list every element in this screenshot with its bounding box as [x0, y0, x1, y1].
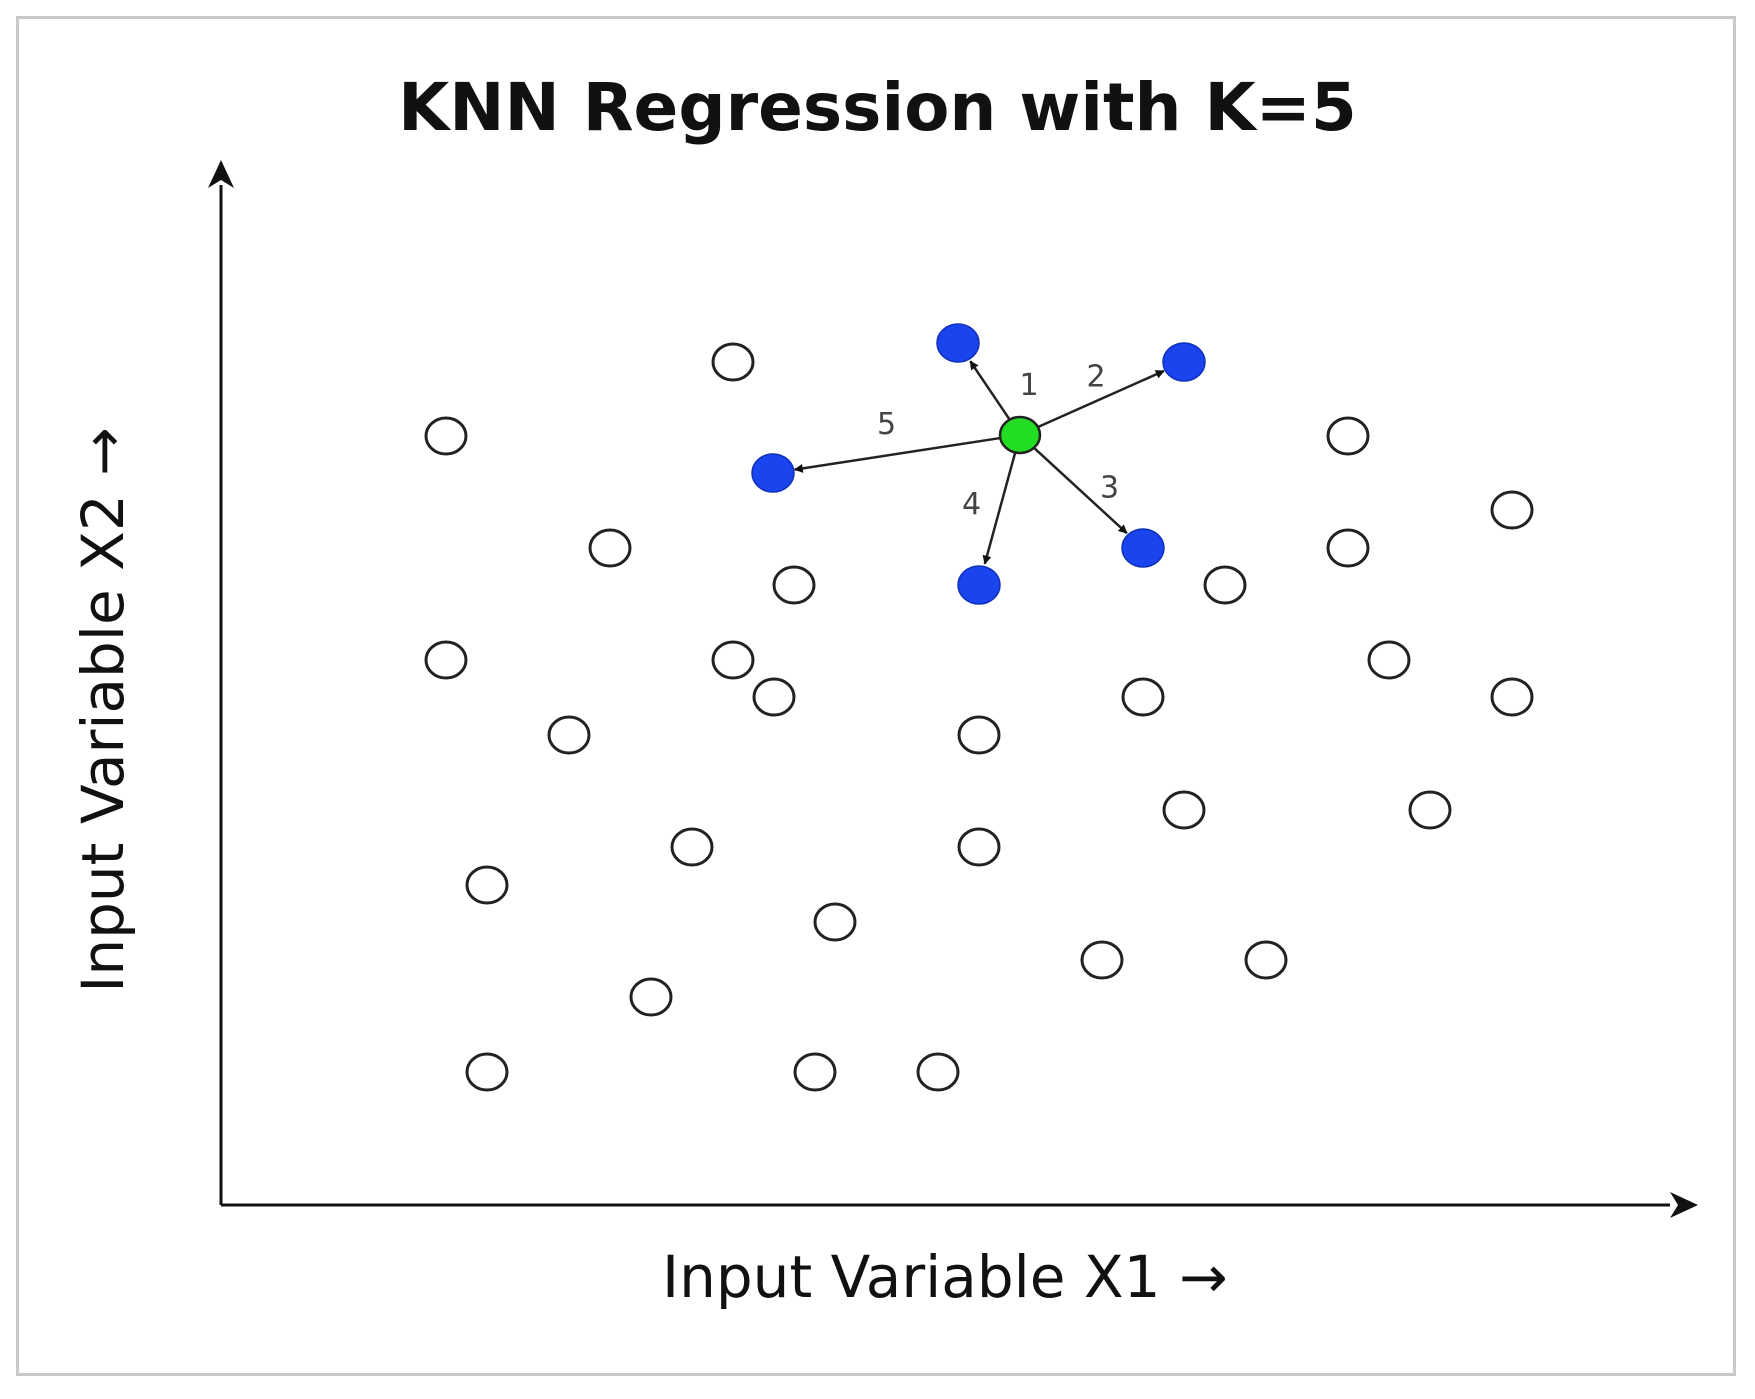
neighbor-rank-label-3: 3 — [1100, 471, 1119, 506]
x-axis-arrowhead — [1670, 1192, 1698, 1218]
nearest-neighbor-points-group — [751, 323, 1206, 605]
arrow-to-neighbor-2 — [1034, 369, 1165, 430]
y-axis-arrowhead — [208, 160, 234, 188]
data-point-28 — [916, 1052, 960, 1092]
data-point-1 — [711, 342, 755, 382]
nearest-neighbor-point-3 — [1121, 528, 1165, 568]
data-point-18 — [1408, 790, 1452, 830]
data-point-2 — [424, 416, 468, 456]
y-axis-label: Input Variable X2 → — [69, 427, 137, 993]
query-point — [998, 415, 1042, 455]
x-axis-label: Input Variable X1 → — [662, 1243, 1228, 1311]
data-point-17 — [1162, 790, 1206, 830]
arrow-to-neighbor-1 — [969, 360, 1013, 423]
data-point-24 — [1244, 940, 1288, 980]
data-point-27 — [793, 1052, 837, 1092]
data-point-16 — [1490, 677, 1534, 717]
nearest-neighbor-point-1 — [936, 323, 980, 363]
diagram-title: KNN Regression with K=5 — [398, 69, 1357, 146]
arrow-to-neighbor-3 — [1030, 444, 1128, 535]
data-point-11 — [1203, 565, 1247, 605]
data-point-15 — [1367, 640, 1411, 680]
query-point-group — [998, 415, 1042, 455]
data-point-13 — [1326, 528, 1370, 568]
arrow-to-neighbor-4 — [982, 450, 1017, 565]
data-point-19 — [670, 827, 714, 867]
data-point-26 — [465, 1052, 509, 1092]
data-point-12 — [1326, 416, 1370, 456]
neighbor-rank-label-4: 4 — [962, 487, 981, 522]
figure-frame — [16, 16, 1736, 1376]
data-point-7 — [752, 677, 796, 717]
nearest-neighbor-point-4 — [957, 565, 1001, 605]
nearest-neighbor-point-5 — [751, 453, 795, 493]
data-point-23 — [1080, 940, 1124, 980]
neighbor-rank-label-1: 1 — [1019, 368, 1038, 403]
data-point-6 — [711, 640, 755, 680]
data-point-25 — [629, 977, 673, 1017]
nearest-neighbor-point-2 — [1162, 342, 1206, 382]
data-point-5 — [424, 640, 468, 680]
data-point-10 — [1121, 677, 1165, 717]
neighbor-rank-labels: 1 2 3 4 5 — [877, 360, 1119, 523]
neighbor-rank-label-5: 5 — [877, 407, 896, 442]
data-point-20 — [957, 827, 1001, 867]
data-point-9 — [957, 715, 1001, 755]
unselected-points-group — [424, 342, 1534, 1092]
data-point-3 — [588, 528, 632, 568]
neighbor-rank-label-2: 2 — [1086, 360, 1105, 395]
neighbor-distance-arrows — [793, 360, 1165, 565]
data-point-21 — [465, 865, 509, 905]
data-point-8 — [547, 715, 591, 755]
data-point-22 — [813, 902, 857, 942]
data-point-14 — [1490, 490, 1534, 530]
arrow-to-neighbor-5 — [793, 436, 1005, 473]
data-point-4 — [772, 565, 816, 605]
